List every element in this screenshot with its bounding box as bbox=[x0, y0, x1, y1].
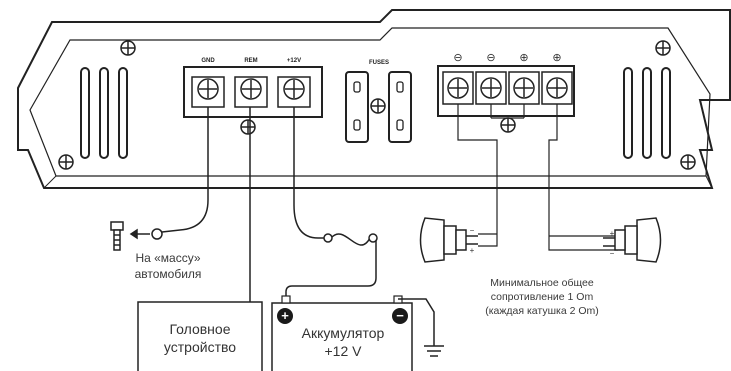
screw-icon bbox=[680, 154, 696, 170]
battery-label-line1: Аккумулятор bbox=[302, 325, 385, 341]
screw-icon bbox=[120, 40, 136, 56]
screw-icon bbox=[370, 98, 386, 114]
ground-wire bbox=[161, 107, 209, 233]
power-terminal-block bbox=[183, 66, 323, 135]
screw-icon bbox=[655, 40, 671, 56]
impedance-note-line3: (каждая катушка 2 Om) bbox=[485, 305, 599, 317]
screw-icon bbox=[58, 154, 74, 170]
gnd-label: GND bbox=[201, 58, 215, 64]
ground-label-line2: автомобиля bbox=[135, 267, 202, 281]
heatsink-fins-right bbox=[623, 67, 671, 159]
battery-plus-sign: + bbox=[281, 308, 289, 323]
screw-icon bbox=[240, 119, 256, 135]
impedance-note-line2: сопротивление 1 Om bbox=[491, 291, 594, 303]
fuse-holder bbox=[345, 71, 412, 143]
speaker-right-plus: + bbox=[610, 229, 615, 238]
speaker-terminal-sign-2: ⊖ bbox=[486, 52, 495, 64]
rem-label: REM bbox=[244, 58, 257, 64]
bridge-wiring bbox=[457, 104, 618, 251]
speaker-left-icon bbox=[419, 217, 478, 263]
chassis-ground-icon bbox=[424, 345, 444, 357]
speaker-terminal-sign-4: ⊕ bbox=[552, 52, 561, 64]
speaker-terminal-sign-3: ⊕ bbox=[519, 52, 528, 64]
ground-label-line1: На «массу» bbox=[135, 251, 200, 265]
screw-icon bbox=[500, 117, 516, 133]
battery bbox=[271, 295, 413, 371]
battery-ground-wire bbox=[398, 298, 435, 346]
ring-terminal-icon bbox=[129, 228, 163, 240]
head-unit-box bbox=[137, 301, 263, 371]
head-unit-label-line1: Головное bbox=[170, 321, 231, 337]
speaker-terminal-sign-1: ⊖ bbox=[453, 52, 462, 64]
fuses-label: FUSES bbox=[369, 60, 389, 66]
power-wire bbox=[285, 107, 377, 300]
battery-minus-sign: − bbox=[396, 308, 404, 323]
battery-label-line2: +12 V bbox=[325, 343, 363, 359]
speaker-right-icon bbox=[603, 217, 662, 263]
plus12v-label: +12V bbox=[287, 58, 301, 64]
heatsink-fins-left bbox=[80, 67, 128, 159]
amplifier-body bbox=[17, 9, 731, 189]
impedance-note-line1: Минимальное общее bbox=[490, 277, 594, 289]
speaker-left-plus: + bbox=[470, 246, 475, 255]
speaker-right-minus: − bbox=[610, 249, 615, 258]
speaker-left-minus: − bbox=[470, 226, 475, 235]
ground-bolt-icon bbox=[110, 221, 124, 251]
fuse-inline-icon bbox=[323, 233, 378, 243]
head-unit-label-line2: устройство bbox=[164, 339, 236, 355]
